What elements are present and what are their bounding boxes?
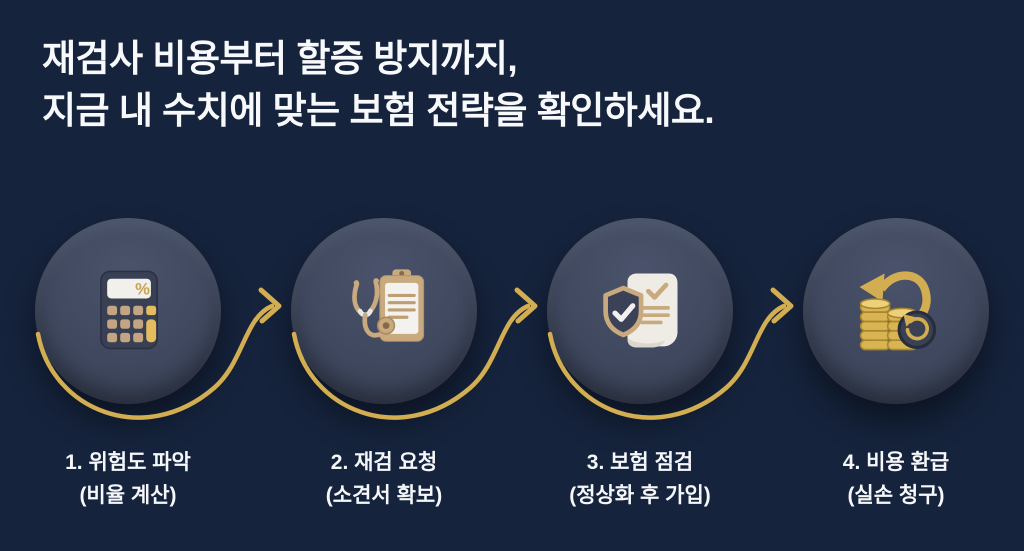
step-4: 4. 비용 환급 (실손 청구) bbox=[768, 218, 1024, 512]
page-title: 재검사 비용부터 할증 방지까지, 지금 내 수치에 맞는 보험 전략을 확인하… bbox=[42, 33, 715, 137]
step-3-label: 3. 보험 점검 bbox=[586, 451, 694, 474]
process-steps: % 1. 위험도 파악 (비율 계산) bbox=[0, 218, 1024, 512]
step-2-label: 2. 재검 요청 bbox=[330, 451, 438, 474]
step-2: 2. 재검 요청 (소견서 확보) bbox=[256, 218, 512, 512]
step-1-circle: % bbox=[35, 218, 221, 404]
step-1-label: 1. 위험도 파악 bbox=[65, 451, 191, 474]
calculator-percent-icon: % bbox=[100, 270, 158, 350]
shield-check-scroll-icon bbox=[603, 273, 678, 348]
coins-refund-icon bbox=[859, 271, 937, 351]
step-2-sublabel: (소견서 확보) bbox=[325, 484, 443, 508]
step-3-circle bbox=[547, 218, 733, 404]
title-line-2: 지금 내 수치에 맞는 보험 전략을 확인하세요. bbox=[42, 89, 715, 131]
title-line-1: 재검사 비용부터 할증 방지까지, bbox=[42, 38, 518, 79]
stethoscope-clipboard-icon bbox=[352, 269, 425, 342]
step-4-label: 4. 비용 환급 bbox=[842, 451, 950, 474]
step-3: 3. 보험 점검 (정상화 후 가입) bbox=[512, 218, 768, 512]
step-1: % 1. 위험도 파악 (비율 계산) bbox=[0, 218, 256, 512]
step-3-sublabel: (정상화 후 가입) bbox=[569, 484, 711, 508]
step-4-circle bbox=[803, 218, 989, 404]
step-2-circle bbox=[291, 218, 477, 404]
step-1-sublabel: (비율 계산) bbox=[79, 484, 177, 508]
step-4-sublabel: (실손 청구) bbox=[847, 484, 945, 508]
svg-text:%: % bbox=[135, 279, 150, 298]
